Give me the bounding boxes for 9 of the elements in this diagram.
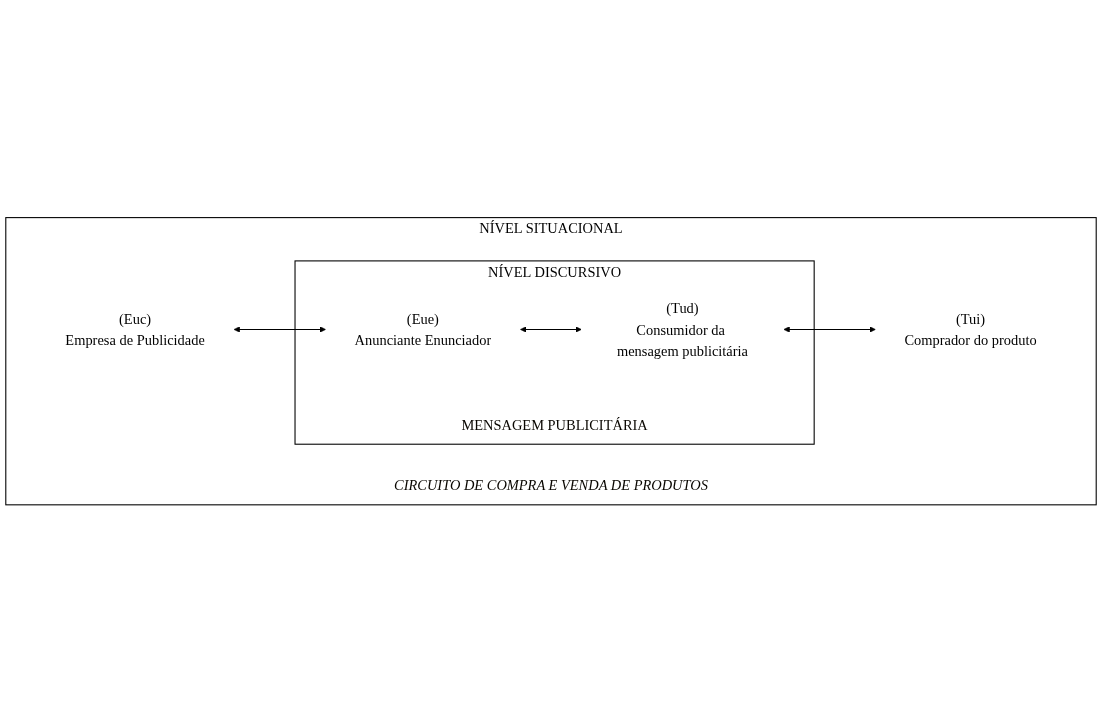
node-text: (Eue) Anunciante Enunciador [354, 310, 492, 349]
group-caption: CIRCUITO DE COMPRA E VENDA DE PRODUTOS [394, 477, 708, 494]
arrow [520, 326, 582, 333]
node-text: (Tui) Comprador do produto [904, 310, 1037, 349]
group-caption: MENSAGEM PUBLICITÁRIA [461, 417, 648, 434]
arrow [783, 326, 876, 333]
node-text: (Euc) Empresa de Publicidade [65, 310, 205, 349]
arrow [233, 326, 326, 333]
node-text: (Tud) Consumidor da mensagem publicitária [616, 300, 748, 360]
